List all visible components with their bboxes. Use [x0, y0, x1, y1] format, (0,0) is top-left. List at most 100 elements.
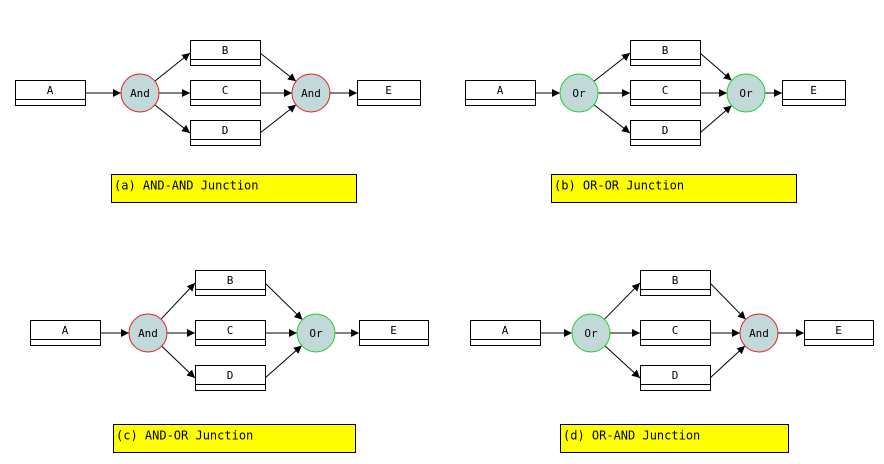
node-e-box — [782, 80, 846, 106]
caption: (a) AND-AND Junction — [111, 174, 357, 203]
split-junction-label: Or — [572, 87, 586, 100]
node-a: A — [470, 320, 541, 346]
join-junction: And — [291, 73, 331, 113]
node-b-label: B — [662, 44, 669, 57]
node-a-label: A — [47, 84, 54, 97]
join-junction-label: And — [301, 87, 321, 100]
caption: (b) OR-OR Junction — [551, 174, 797, 203]
join-junction: Or — [296, 313, 336, 353]
node-c: C — [640, 320, 711, 346]
node-d-box — [195, 365, 266, 391]
edge-b-to-join — [709, 282, 747, 320]
node-b: B — [195, 270, 266, 296]
edge-split-to-d — [604, 345, 641, 379]
node-b-label: B — [672, 274, 679, 287]
edge-d-to-join — [259, 104, 297, 134]
edge-split-to-b — [603, 282, 641, 320]
node-d-label: D — [662, 124, 669, 137]
split-junction: And — [120, 73, 160, 113]
edge-b-to-join — [264, 282, 303, 321]
node-c: C — [195, 320, 266, 346]
node-b-label: B — [227, 274, 234, 287]
join-junction-label: Or — [309, 327, 323, 340]
node-d-label: D — [222, 124, 229, 137]
node-d: D — [195, 365, 266, 391]
node-c-box — [190, 80, 261, 106]
node-b-label: B — [222, 44, 229, 57]
caption-box — [111, 174, 357, 203]
edge-split-to-b — [160, 282, 196, 320]
node-b: B — [630, 40, 701, 66]
node-a-label: A — [502, 324, 509, 337]
caption-label: (d) OR-AND Junction — [563, 429, 700, 443]
node-b-box — [190, 40, 261, 66]
split-junction: And — [128, 313, 168, 353]
join-junction: And — [739, 313, 779, 353]
node-d-box — [640, 365, 711, 391]
split-junction-label: Or — [584, 327, 598, 340]
caption-box — [113, 424, 356, 453]
split-junction-circle — [128, 313, 168, 353]
node-e-label: E — [385, 84, 392, 97]
node-e: E — [804, 320, 874, 346]
panel-b: A B C D E Or Or (b) OR-OR Junction — [465, 40, 846, 203]
panel-d: A B C D E Or And (d) OR-AND Junction — [470, 270, 874, 453]
node-c-box — [195, 320, 266, 346]
node-a-label: A — [497, 84, 504, 97]
node-d-label: D — [227, 369, 234, 382]
join-junction-label: And — [749, 327, 769, 340]
node-c-box — [630, 80, 701, 106]
node-d: D — [630, 120, 701, 146]
node-e-label: E — [810, 84, 817, 97]
node-c: C — [190, 80, 261, 106]
split-junction-circle — [559, 73, 599, 113]
node-b-box — [640, 270, 711, 296]
edge-b-to-join — [259, 52, 297, 82]
node-b-box — [630, 40, 701, 66]
join-junction-circle — [739, 313, 779, 353]
node-d: D — [190, 120, 261, 146]
node-e: E — [357, 80, 421, 106]
caption-label: (b) OR-OR Junction — [554, 179, 684, 193]
caption-box — [560, 424, 789, 453]
join-junction-label: Or — [739, 87, 753, 100]
node-e: E — [782, 80, 846, 106]
node-e: E — [359, 320, 429, 346]
node-b: B — [640, 270, 711, 296]
caption: (c) AND-OR Junction — [113, 424, 356, 453]
split-junction-circle — [120, 73, 160, 113]
join-junction-circle — [291, 73, 331, 113]
node-a-box — [30, 320, 101, 346]
node-a: A — [465, 80, 536, 106]
node-c-label: C — [672, 324, 679, 337]
join-junction-circle — [296, 313, 336, 353]
node-a-label: A — [62, 324, 69, 337]
split-junction-label: And — [138, 327, 158, 340]
edge-split-to-d — [154, 104, 191, 134]
edge-split-to-b — [593, 52, 631, 82]
split-junction: Or — [571, 313, 611, 353]
panel-c: A B C D E And Or (c) AND-OR Junction — [30, 270, 429, 453]
join-junction-circle — [726, 73, 766, 113]
node-d-label: D — [672, 369, 679, 382]
split-junction-label: And — [130, 87, 150, 100]
node-a-box — [15, 80, 86, 106]
node-a-box — [465, 80, 536, 106]
split-junction: Or — [559, 73, 599, 113]
node-e-label: E — [835, 324, 842, 337]
edge-split-to-d — [161, 345, 196, 379]
split-junction-circle — [571, 313, 611, 353]
caption-box — [551, 174, 797, 203]
node-c: C — [630, 80, 701, 106]
edge-d-to-join — [264, 345, 303, 379]
node-c-label: C — [662, 84, 669, 97]
edge-split-to-d — [593, 104, 631, 134]
node-d-box — [190, 120, 261, 146]
edge-b-to-join — [699, 52, 732, 81]
edge-d-to-join — [699, 105, 732, 134]
join-junction: Or — [726, 73, 766, 113]
node-e-box — [357, 80, 421, 106]
node-a: A — [30, 320, 101, 346]
caption-label: (a) AND-AND Junction — [114, 179, 259, 193]
